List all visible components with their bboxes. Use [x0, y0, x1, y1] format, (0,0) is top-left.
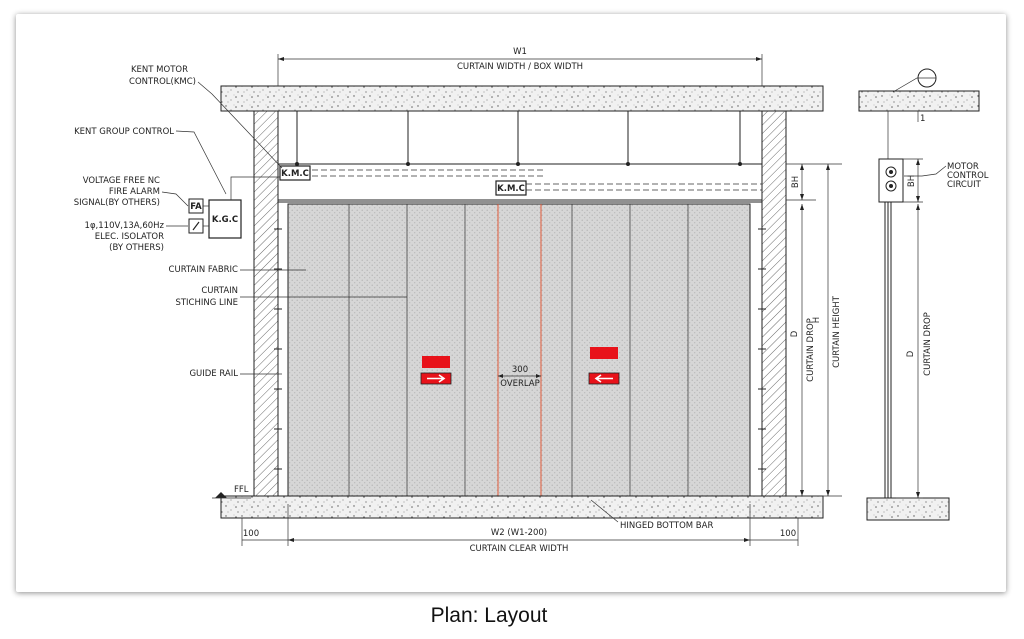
fa-box-label: FA: [190, 202, 202, 212]
isolator-line1: 1φ,110V,13A,60Hz: [85, 221, 165, 231]
kgc-label: KENT GROUP CONTROL: [74, 127, 174, 137]
stitch-label-line2: STICHING LINE: [175, 298, 238, 308]
stitching-lines: [348, 204, 689, 496]
drawing-frame: K.M.C K.M.C 300 OVERLAP FFL: [16, 14, 1006, 592]
figure-caption: Plan: Layout: [430, 604, 548, 627]
kmc-box-right: [495, 180, 527, 196]
kmc-box-left: [279, 165, 311, 181]
kmc-box-right-label: K.M.C: [497, 184, 525, 194]
plan-layout-drawing: K.M.C K.M.C 300 OVERLAP FFL: [74, 47, 989, 554]
alarm-line3: SIGNAL(BY OTHERS): [74, 198, 160, 208]
motor-ctrl-line1: MOTOR: [947, 162, 979, 172]
isolator-line2: ELEC. ISOLATOR: [95, 232, 164, 242]
guide-rail-label: GUIDE RAIL: [189, 369, 238, 379]
kgc-box: [208, 199, 242, 239]
alarm-line1: VOLTAGE FREE NC: [83, 176, 160, 186]
curtain-drop-label-side: CURTAIN DROP: [923, 312, 933, 376]
curtain-drop-label-main: CURTAIN DROP: [806, 318, 816, 382]
curtain-fabric-label: CURTAIN FABRIC: [169, 265, 239, 275]
curtain-height-label: CURTAIN HEIGHT: [832, 295, 842, 368]
bh-label-side: BH: [907, 175, 917, 187]
side-left-dim: 100: [243, 529, 259, 539]
isolator-switch-icon: [192, 221, 200, 231]
kgc-box-label: K.G.C: [212, 215, 238, 225]
left-wall: [253, 110, 279, 497]
kmc-box-left-label: K.M.C: [281, 169, 309, 179]
ffl-marker: [215, 492, 227, 498]
motor-icon-top: [885, 166, 897, 178]
warning-sign-right: [590, 347, 618, 359]
alarm-line2: FIRE ALARM: [109, 187, 160, 197]
kmc-label-line2: CONTROL(KMC): [129, 77, 196, 87]
side-one-label: 1: [920, 114, 925, 124]
kmc-label-line1: KENT MOTOR: [131, 65, 188, 75]
right-wall: [761, 110, 787, 497]
stitch-label-line1: CURTAIN: [201, 286, 238, 296]
d-label-side: D: [906, 350, 916, 357]
h-label-main: H: [812, 317, 822, 323]
side-right-dim: 100: [780, 529, 796, 539]
clear-width-label: CURTAIN CLEAR WIDTH: [470, 544, 569, 554]
isolator-line3: (BY OTHERS): [109, 243, 164, 253]
d-label-main: D: [790, 330, 800, 337]
w2-label: W2 (W1-200): [491, 528, 547, 538]
ceiling-slab: [220, 85, 824, 112]
side-ceiling-slab: [858, 90, 980, 112]
curtain-fabric: [287, 203, 751, 497]
motor-icon-bottom: [885, 180, 897, 192]
warning-sign-left: [422, 356, 450, 368]
hanger-rods: [295, 111, 742, 166]
floor-slab: [220, 495, 824, 519]
overlap-value: 300: [512, 365, 528, 375]
bh-label-main: BH: [791, 176, 801, 188]
hinged-bar-label: HINGED BOTTOM BAR: [620, 521, 713, 531]
side-floor-slab: [866, 497, 950, 521]
motor-ctrl-line3: CIRCUIT: [947, 180, 982, 190]
w1-label: W1: [513, 47, 527, 57]
arrow-right-icon: [427, 374, 446, 383]
arrow-left-icon: [594, 374, 613, 383]
side-box-housing: [878, 158, 904, 203]
curtain-box: [277, 163, 763, 201]
ffl-label: FFL: [234, 485, 249, 495]
motor-ctrl-line2: CONTROL: [947, 171, 989, 181]
box-width-label: CURTAIN WIDTH / BOX WIDTH: [457, 62, 583, 72]
overlap-label: OVERLAP: [500, 379, 540, 389]
guide-rail-ticks: [274, 228, 766, 470]
